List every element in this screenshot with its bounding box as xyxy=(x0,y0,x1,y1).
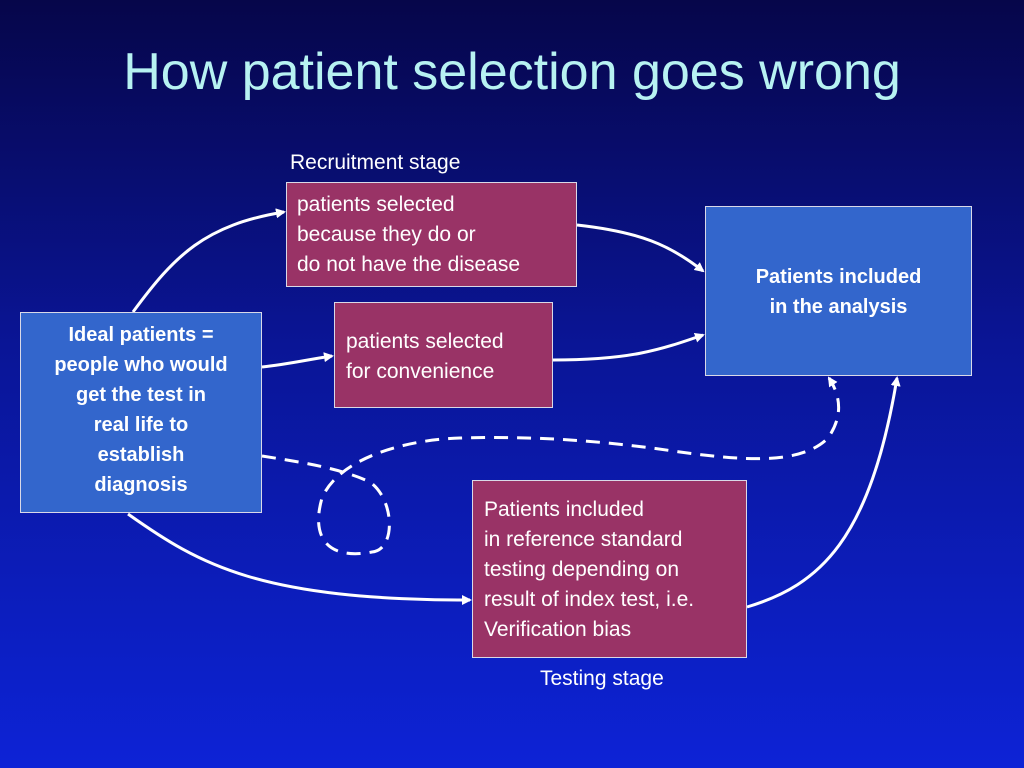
disease-selection-box: patients selected because they do or do … xyxy=(286,182,577,287)
arrow-ideal-to-verification xyxy=(127,512,472,605)
ideal-patients-line: establish xyxy=(97,444,185,466)
arrow-disease-selection-to-analysis xyxy=(576,223,705,273)
convenience-selection-box: patients selected for convenience xyxy=(334,302,553,408)
disease-selection-line: patients selected xyxy=(297,193,455,216)
convenience-selection-line: patients selected xyxy=(346,330,504,353)
analysis-line: in the analysis xyxy=(769,296,908,318)
verification-bias-line: testing depending on xyxy=(484,558,679,581)
verification-bias-line: Patients included xyxy=(484,498,644,521)
ideal-patients-line: get the test in xyxy=(75,384,206,406)
ideal-patients-line: people who would xyxy=(54,354,228,376)
verification-bias-box: Patients included in reference standard … xyxy=(472,480,747,658)
slide-title: How patient selection goes wrong xyxy=(123,43,901,101)
analysis-line: Patients included xyxy=(755,266,922,288)
arrow-convenience-to-analysis xyxy=(552,332,705,362)
arrow-ideal-to-disease-selection xyxy=(131,208,286,313)
disease-selection-line: because they do or xyxy=(297,223,476,246)
ideal-patients-line: diagnosis xyxy=(94,474,188,496)
arrow-ideal-to-convenience xyxy=(261,352,334,369)
ideal-patients-line: real life to xyxy=(93,414,189,436)
analysis-box: Patients included in the analysis xyxy=(705,206,972,376)
disease-selection-line: do not have the disease xyxy=(297,253,521,276)
recruitment-stage-label: Recruitment stage xyxy=(290,151,461,174)
verification-bias-line: result of index test, i.e. xyxy=(484,588,695,611)
verification-bias-line: in reference standard xyxy=(484,528,683,551)
ideal-patients-box: Ideal patients = people who would get th… xyxy=(20,312,262,513)
arrow-verification-to-analysis xyxy=(746,376,901,609)
ideal-patients-line: Ideal patients = xyxy=(68,324,214,346)
testing-stage-label: Testing stage xyxy=(540,667,664,690)
verification-bias-line: Verification bias xyxy=(484,618,632,641)
convenience-selection-line: for convenience xyxy=(346,360,495,383)
